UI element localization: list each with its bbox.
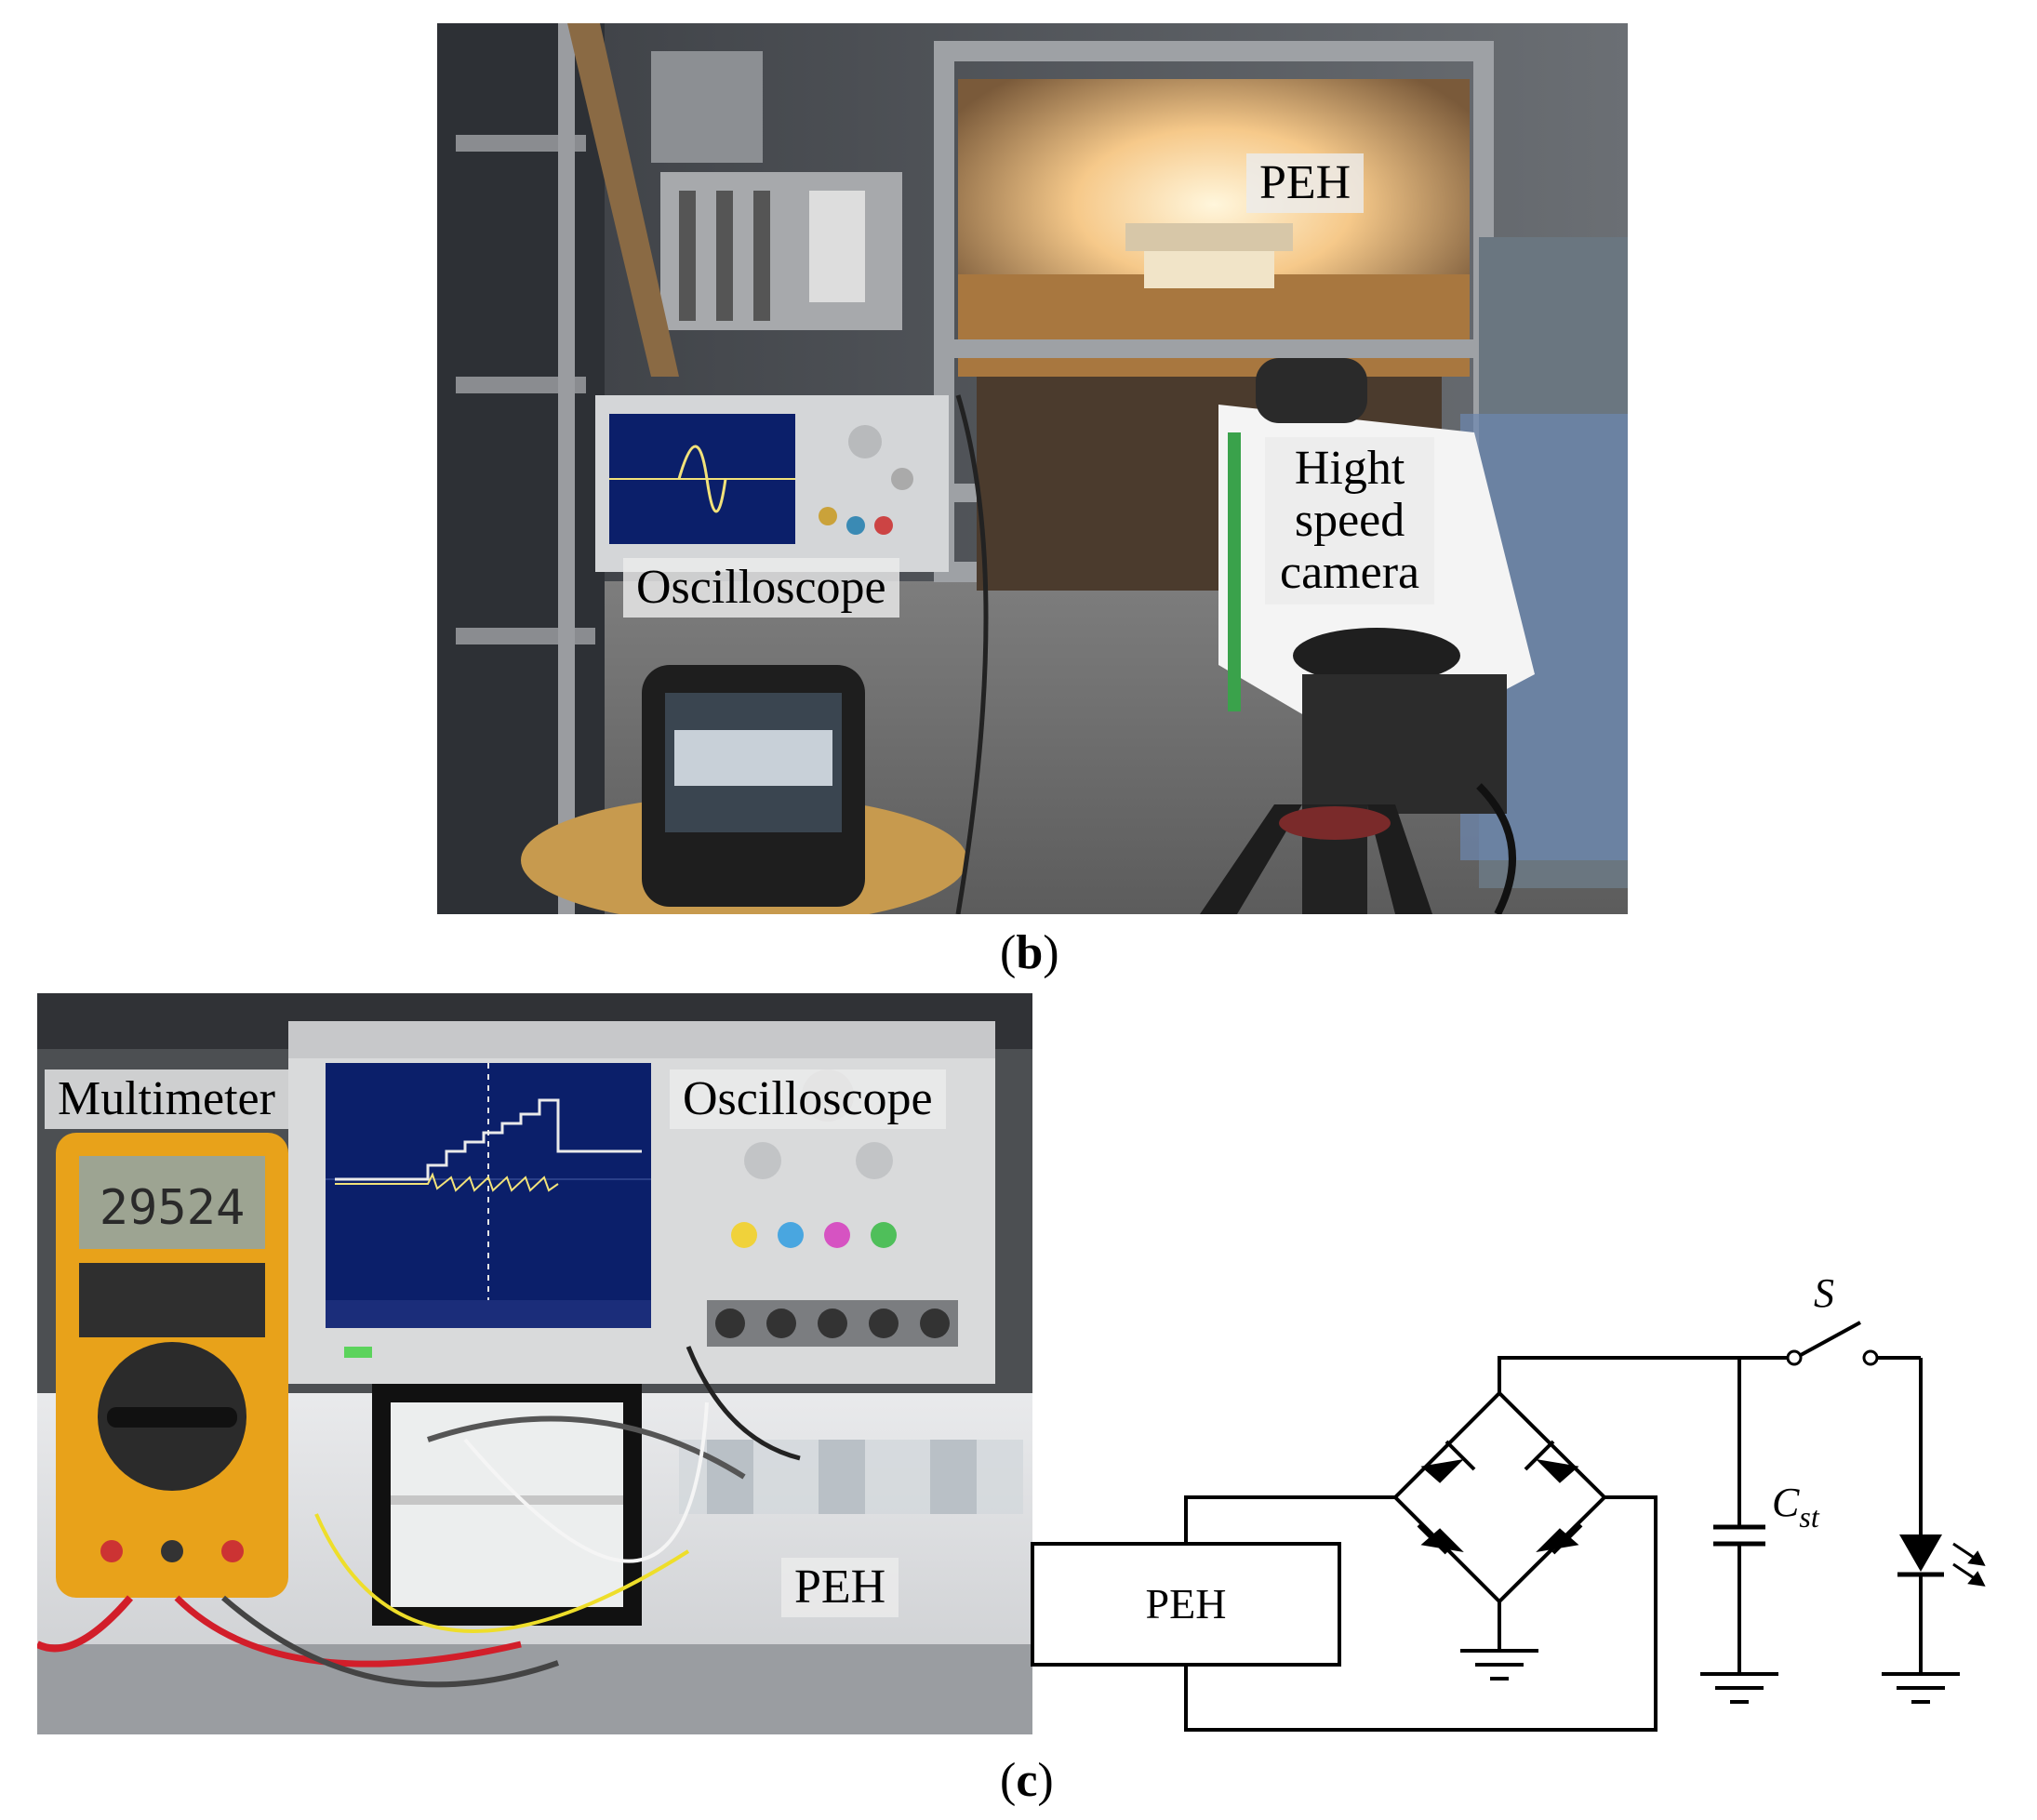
photo-b-illustration bbox=[437, 23, 1628, 914]
multimeter-display-reading: 29524 bbox=[100, 1180, 246, 1236]
ground-bridge bbox=[1460, 1649, 1538, 1681]
ground-capacitor bbox=[1700, 1672, 1778, 1704]
diode-upper-right bbox=[1536, 1459, 1579, 1483]
oscilloscope-label-c: Oscilloscope bbox=[670, 1069, 946, 1130]
capacitor-label-main: C bbox=[1772, 1480, 1800, 1525]
rectifier-circuit-diagram: PEH Cst S bbox=[1031, 1270, 1986, 1732]
bridge-rectifier bbox=[1392, 1390, 1607, 1604]
peh-label-c: PEH bbox=[781, 1558, 899, 1618]
caption-b: (b) bbox=[1000, 926, 1059, 979]
lab-setup-photo-c: 29524 bbox=[37, 993, 1032, 1734]
capacitor-label-subscript: st bbox=[1799, 1500, 1819, 1534]
diode-upper-left bbox=[1420, 1459, 1464, 1483]
switch-label: S bbox=[1814, 1270, 1834, 1316]
high-speed-camera-label: Hight speed camera bbox=[1265, 437, 1435, 605]
camera-label-line-2: speed bbox=[1294, 494, 1405, 548]
multimeter-label: Multimeter bbox=[45, 1069, 288, 1130]
oscilloscope-label-b: Oscilloscope bbox=[623, 558, 899, 618]
led bbox=[1897, 1534, 1986, 1587]
photo-c-illustration: 29524 bbox=[37, 993, 1032, 1734]
circuit-peh-label: PEH bbox=[1146, 1580, 1227, 1627]
caption-b-letter: b bbox=[1016, 926, 1044, 979]
switch-contact-left bbox=[1786, 1349, 1803, 1366]
lab-setup-photo-b bbox=[437, 23, 1628, 914]
caption-c-letter: c bbox=[1016, 1754, 1038, 1807]
switch-contact-right bbox=[1862, 1349, 1879, 1366]
peh-label-b: PEH bbox=[1246, 153, 1365, 214]
capacitor-label: Cst bbox=[1772, 1480, 1820, 1534]
camera-label-line-3: camera bbox=[1280, 546, 1420, 600]
caption-c: (c) bbox=[1000, 1754, 1054, 1807]
ground-led bbox=[1882, 1672, 1960, 1704]
camera-label-line-1: Hight bbox=[1294, 442, 1405, 495]
